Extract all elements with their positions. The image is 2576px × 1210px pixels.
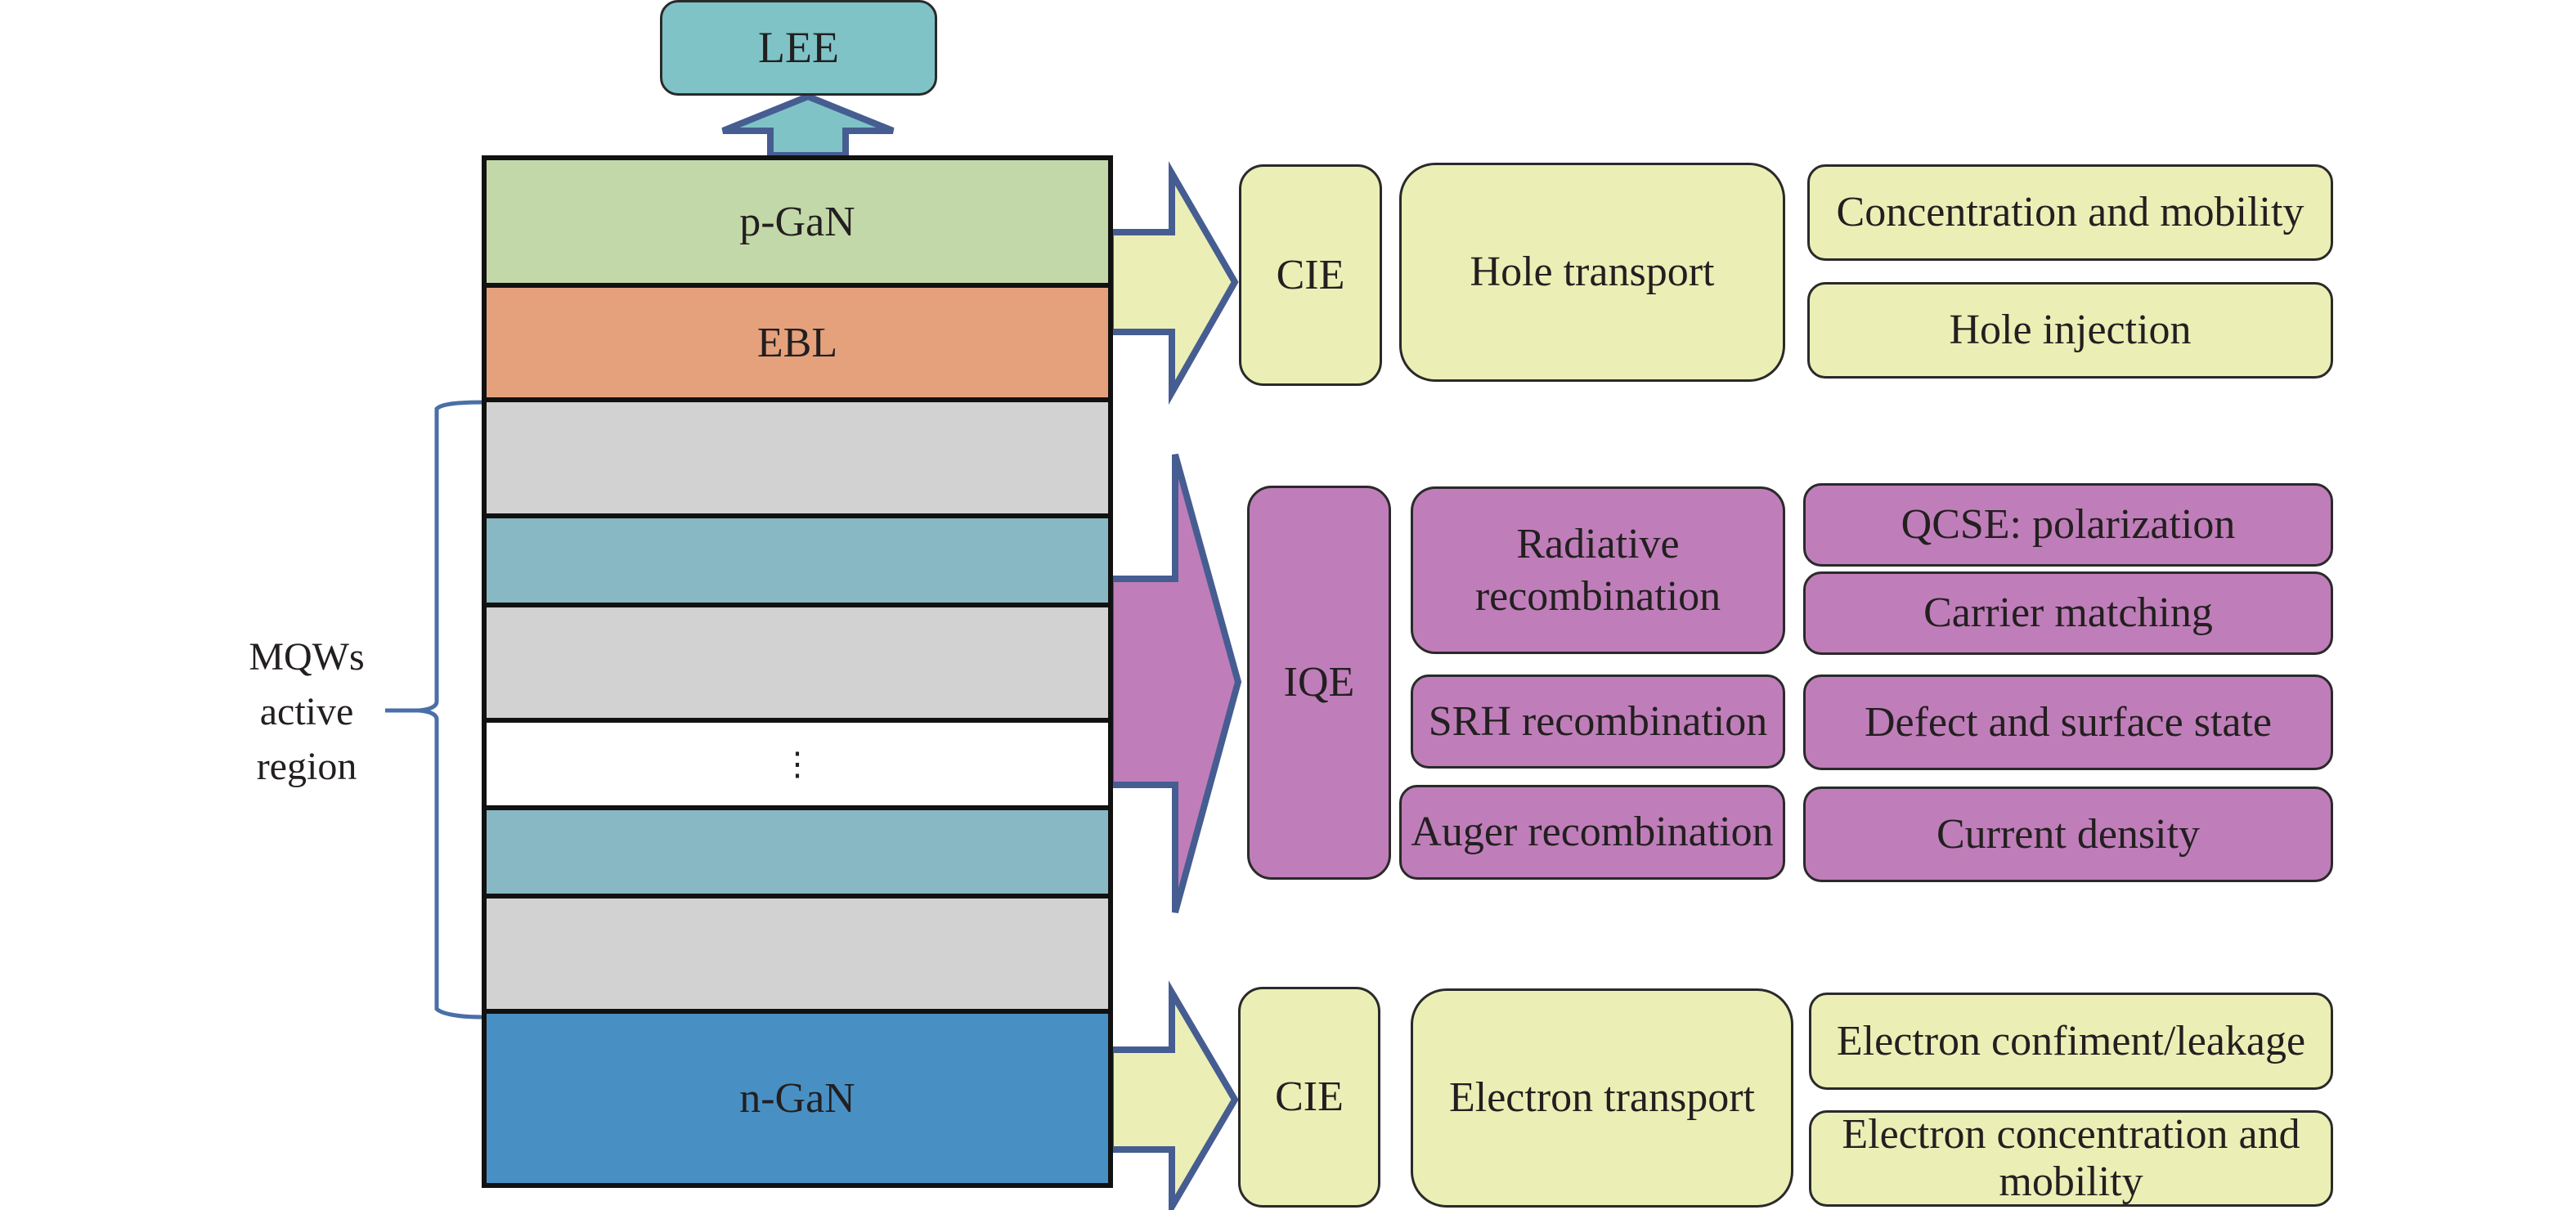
hole-factor-box: Concentration and mobility	[1807, 164, 2333, 261]
layer-ellipsis: ⋮	[482, 718, 1113, 810]
iqe-factor-box: QCSE: polarization	[1803, 483, 2333, 567]
up-arrow-icon	[721, 92, 895, 159]
layer-label: n-GaN	[739, 1075, 855, 1122]
layer-n-gan: n-GaN	[482, 1009, 1113, 1188]
hole-factor-box: Hole injection	[1807, 282, 2333, 379]
hole-cie-label: CIE	[1276, 251, 1345, 298]
layer-label: p-GaN	[739, 198, 855, 245]
hole-transport-label: Hole transport	[1470, 249, 1715, 296]
factor-label: Current density	[1936, 810, 2201, 858]
mqw-label-line: MQWs	[249, 635, 365, 679]
right-arrow-electron-icon	[1107, 980, 1239, 1210]
iqe-label: IQE	[1283, 659, 1355, 706]
hole-cie-box: CIE	[1239, 164, 1382, 386]
factor-label: Defect and surface state	[1864, 698, 2273, 746]
layer-barrier	[482, 894, 1113, 1014]
mechanism-label: Radiative recombination	[1474, 521, 1721, 620]
iqe-factor-box: Carrier matching	[1803, 571, 2333, 655]
layer-quantum-well	[482, 805, 1113, 899]
mechanism-label: Auger recombination	[1411, 809, 1774, 856]
iqe-box: IQE	[1247, 486, 1391, 880]
iqe-factor-box: Defect and surface state	[1803, 674, 2333, 770]
layer-label: EBL	[756, 319, 838, 366]
auger-recombination-box: Auger recombination	[1399, 785, 1785, 880]
factor-label: Carrier matching	[1923, 589, 2213, 637]
mqw-label-line: active	[259, 690, 354, 733]
right-arrow-iqe-icon	[1107, 453, 1242, 914]
mqw-brace-icon	[418, 400, 483, 1020]
layer-quantum-well	[482, 513, 1113, 607]
ellipsis-icon: ⋮	[781, 746, 814, 782]
factor-label: Concentration and mobility	[1836, 189, 2304, 236]
electron-cie-box: CIE	[1238, 987, 1380, 1208]
srh-recombination-box: SRH recombination	[1411, 674, 1785, 769]
hole-transport-box: Hole transport	[1399, 163, 1785, 382]
layer-ebl: EBL	[482, 283, 1113, 402]
electron-transport-box: Electron transport	[1411, 988, 1793, 1208]
layer-barrier	[482, 397, 1113, 518]
factor-label: Hole injection	[1949, 307, 2192, 354]
electron-transport-label: Electron transport	[1449, 1074, 1755, 1122]
radiative-recombination-box: Radiative recombination	[1411, 486, 1785, 654]
electron-factor-box: Electron confiment/leakage	[1809, 993, 2333, 1090]
mqw-label-line: region	[256, 745, 357, 788]
lee-label: LEE	[758, 22, 839, 72]
factor-label: Electron concentration and mobility	[1842, 1111, 2300, 1205]
mqw-region-label: MQWs active region	[225, 630, 388, 794]
iqe-factor-box: Current density	[1803, 786, 2333, 882]
factor-label: Electron confiment/leakage	[1836, 1017, 2306, 1064]
layer-p-gan: p-GaN	[482, 155, 1113, 288]
layer-barrier	[482, 603, 1113, 723]
factor-label: QCSE: polarization	[1901, 501, 2236, 549]
electron-factor-box: Electron concentration and mobility	[1809, 1110, 2333, 1207]
lee-box: LEE	[660, 0, 937, 96]
electron-cie-label: CIE	[1275, 1073, 1344, 1121]
mechanism-label: SRH recombination	[1428, 697, 1768, 745]
right-arrow-hole-icon	[1107, 161, 1239, 406]
